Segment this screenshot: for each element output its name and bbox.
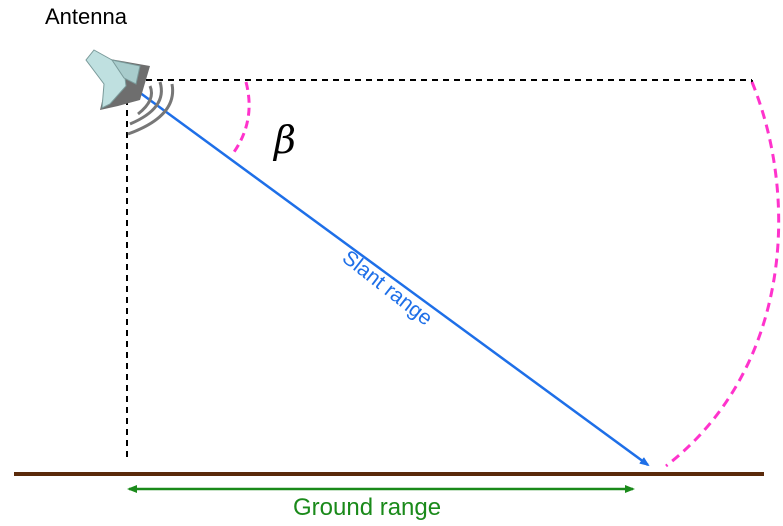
signal-waves-icon — [127, 81, 175, 136]
angle-label: β — [274, 118, 296, 162]
horn-antenna-icon — [85, 49, 150, 110]
angle-arc — [232, 81, 251, 153]
antenna-label: Antenna — [45, 4, 127, 29]
slant-range-arrow — [127, 82, 650, 467]
range-swing-arc — [665, 81, 781, 468]
ground-range-label: Ground range — [293, 494, 442, 521]
